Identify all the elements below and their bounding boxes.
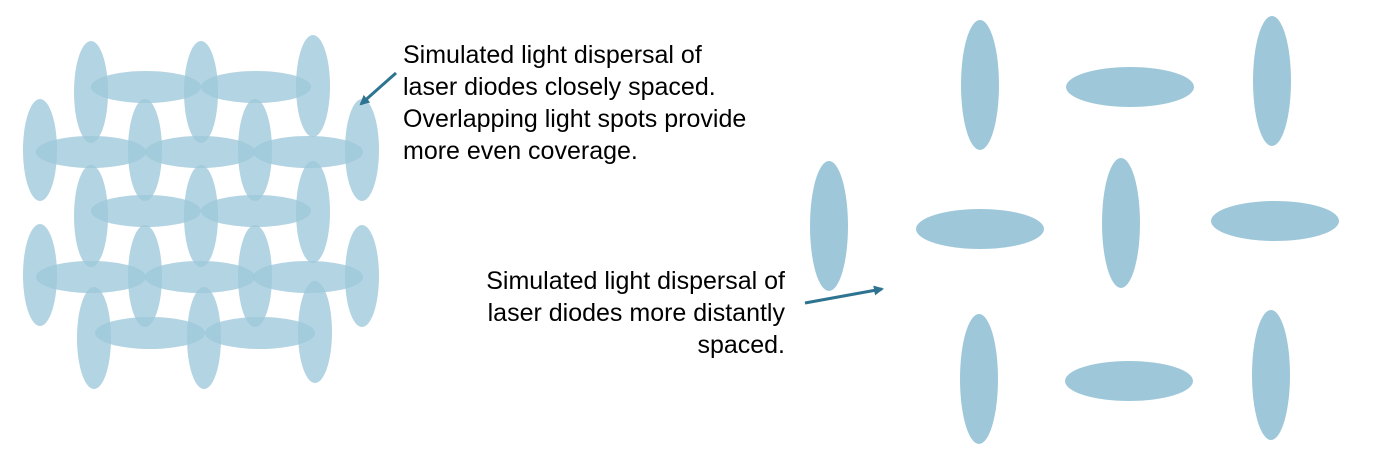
caption-line: Simulated light dispersal of xyxy=(403,41,702,69)
light-spot xyxy=(145,261,255,293)
light-spot xyxy=(253,136,363,168)
light-spot xyxy=(184,165,218,267)
distantly-spaced-spot-pattern xyxy=(810,16,1339,444)
caption-line: laser diodes closely spaced. xyxy=(403,73,716,101)
light-spot xyxy=(1252,310,1290,440)
light-spot xyxy=(91,195,201,227)
light-spot xyxy=(298,281,332,383)
light-spot xyxy=(95,317,205,349)
light-spot xyxy=(916,209,1044,249)
arrow-to-close-pattern xyxy=(359,71,397,106)
light-spot xyxy=(1211,201,1339,241)
light-spot xyxy=(810,161,848,291)
light-spot xyxy=(205,317,315,349)
caption-line: Simulated light dispersal of xyxy=(486,267,785,295)
light-spot xyxy=(187,287,221,389)
light-spot xyxy=(960,314,998,444)
caption-line: spaced. xyxy=(697,331,785,359)
light-spot xyxy=(74,41,108,143)
arrow-to-far-pattern xyxy=(804,285,884,305)
light-spot xyxy=(296,35,330,137)
light-spot xyxy=(1102,158,1140,288)
caption-line: more even coverage. xyxy=(403,137,638,165)
light-spot xyxy=(201,195,311,227)
light-spot xyxy=(1066,67,1194,107)
light-spot xyxy=(1253,16,1291,146)
light-spot xyxy=(91,71,201,103)
light-spot xyxy=(145,136,255,168)
light-spot xyxy=(1065,361,1193,401)
light-spot xyxy=(201,71,311,103)
light-spot xyxy=(77,287,111,389)
caption-line: Overlapping light spots provide xyxy=(403,105,747,133)
caption-line: laser diodes more distantly xyxy=(487,299,785,327)
light-spot xyxy=(296,161,330,263)
closely-spaced-spot-pattern xyxy=(23,35,379,389)
light-spot xyxy=(961,20,999,150)
light-spot xyxy=(184,41,218,143)
light-spot xyxy=(36,261,146,293)
light-spot xyxy=(36,136,146,168)
distantly-spaced-caption: Simulated light dispersal of laser diode… xyxy=(486,265,785,361)
closely-spaced-caption: Simulated light dispersal of laser diode… xyxy=(403,39,746,167)
light-spot xyxy=(74,165,108,267)
light-spot xyxy=(253,261,363,293)
